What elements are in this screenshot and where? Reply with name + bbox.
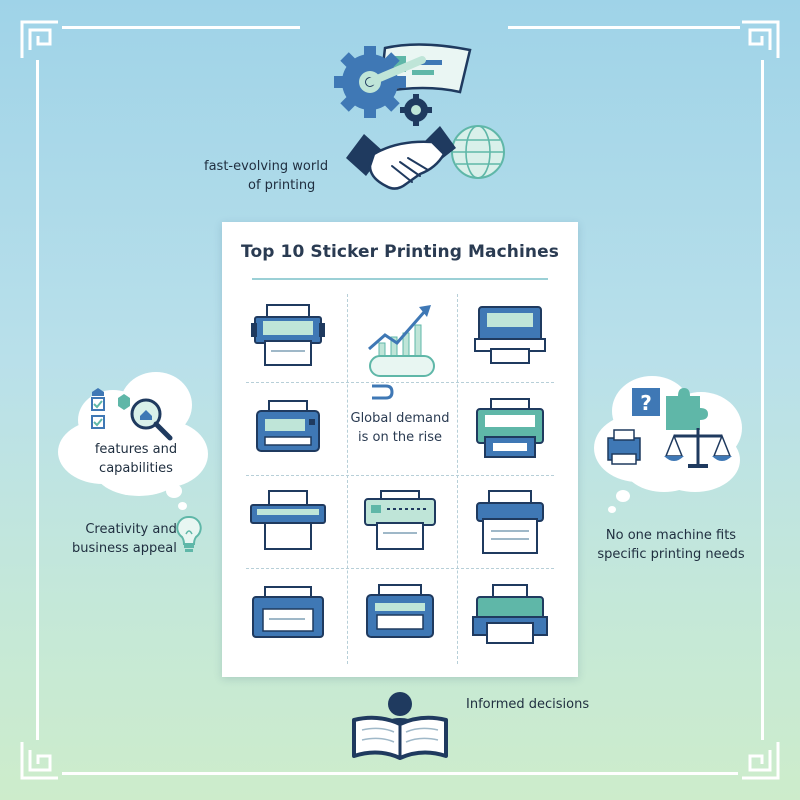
paper-roll-icon — [369, 355, 435, 400]
features-caption: features and capabilities — [94, 442, 178, 476]
corner-ornament-top-left — [20, 20, 58, 58]
row-divider — [246, 475, 554, 476]
handshake-icon — [346, 125, 505, 190]
printer-icon — [472, 584, 548, 644]
corner-ornament-bottom-right — [742, 742, 780, 780]
printer-cell — [348, 574, 452, 658]
puzzle-scale-icon: ? — [607, 388, 732, 468]
printing-world-caption: fast-evolving world of printing — [204, 159, 329, 193]
printer-cell — [236, 292, 340, 376]
printer-cell — [236, 574, 340, 658]
printer-cell — [458, 386, 562, 470]
printer-icon — [476, 398, 544, 458]
reader-book-icon — [352, 692, 448, 760]
corner-ornament-bottom-left — [20, 742, 58, 780]
column-divider — [347, 294, 348, 664]
global-demand-cell: Global demand is on the rise — [348, 386, 452, 470]
creativity-caption: Creativity and business appeal — [72, 522, 177, 556]
printer-cell — [458, 292, 562, 376]
printer-icon — [256, 400, 320, 452]
machines-card: Top 10 Sticker Printing Machines — [222, 222, 578, 677]
printer-cell — [236, 480, 340, 564]
card-title: Top 10 Sticker Printing Machines — [241, 242, 559, 262]
corner-ornament-top-right — [742, 20, 780, 58]
column-divider — [457, 294, 458, 664]
printer-icon — [364, 490, 436, 550]
printer-icon — [252, 586, 324, 638]
printer-cell — [236, 386, 340, 470]
printer-icon — [250, 490, 326, 550]
printer-icon — [474, 306, 546, 364]
lightbulb-icon — [176, 515, 202, 552]
growth-chart-icon — [368, 305, 431, 358]
checklist-magnifier-icon — [91, 388, 173, 441]
gears-document-icon — [334, 43, 472, 126]
printer-icon — [251, 304, 325, 366]
row-divider — [246, 568, 554, 569]
printer-icon — [476, 490, 544, 554]
growth-cell — [348, 292, 452, 376]
global-demand-text: Global demand is on the rise — [350, 411, 450, 445]
printer-cell — [458, 480, 562, 564]
printer-icon — [366, 584, 434, 638]
svg-text:?: ? — [640, 391, 652, 415]
row-divider — [246, 382, 554, 383]
printer-cell — [348, 480, 452, 564]
machine-fit-caption: No one machine fits specific printing ne… — [597, 528, 745, 562]
printer-cell — [458, 574, 562, 658]
title-divider — [252, 278, 548, 280]
informed-decisions-caption: Informed decisions — [466, 697, 590, 712]
